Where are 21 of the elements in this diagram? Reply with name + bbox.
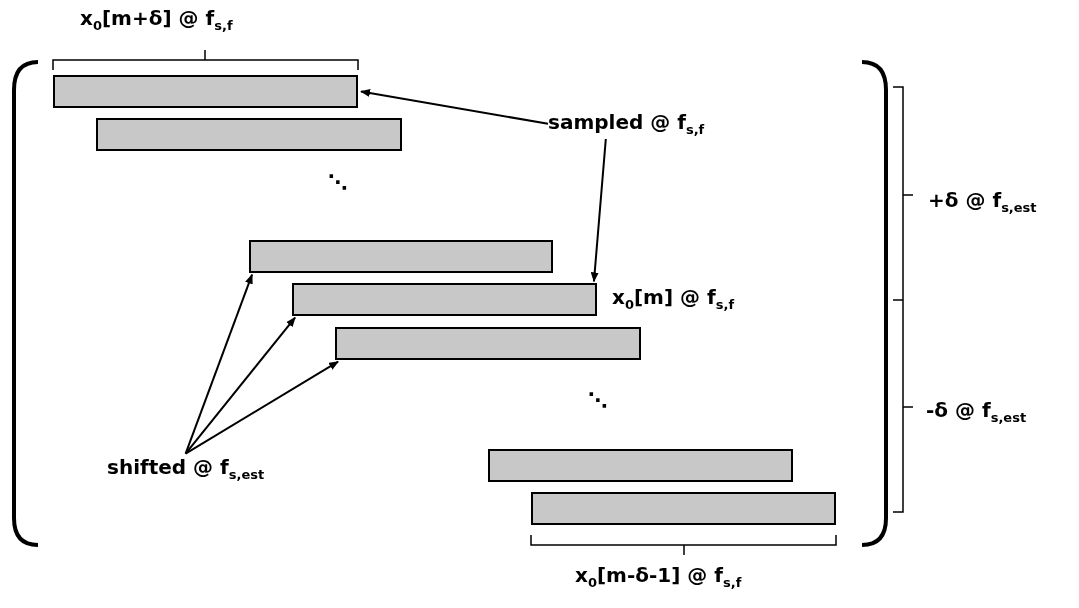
arrow bbox=[590, 137, 607, 283]
range-label: -δ @ f$_{s,est}$ bbox=[926, 398, 1027, 426]
bar bbox=[53, 75, 358, 108]
annotation-text: shifted @ f$_{s,est}$ bbox=[107, 455, 265, 483]
arrow bbox=[360, 89, 549, 125]
bar bbox=[249, 240, 553, 273]
ellipsis-text: ⋱ bbox=[588, 388, 608, 412]
bar bbox=[96, 118, 402, 151]
row-label: x$_{0}$[m] @ f$_{s,f}$ bbox=[612, 285, 735, 313]
bar bbox=[292, 283, 597, 316]
arrow bbox=[184, 273, 254, 455]
bar bbox=[335, 327, 641, 360]
arrow bbox=[184, 360, 340, 455]
row-label: x$_{0}$[m+δ] @ f$_{s,f}$ bbox=[80, 6, 233, 34]
annotation-text: sampled @ f$_{s,f}$ bbox=[548, 110, 705, 138]
range-label: +δ @ f$_{s,est}$ bbox=[928, 188, 1037, 216]
bar bbox=[531, 492, 836, 525]
ellipsis-text: ⋱ bbox=[328, 170, 348, 194]
bar bbox=[488, 449, 793, 482]
row-label: x$_{0}$[m-δ-1] @ f$_{s,f}$ bbox=[575, 563, 742, 591]
arrow bbox=[184, 316, 297, 455]
